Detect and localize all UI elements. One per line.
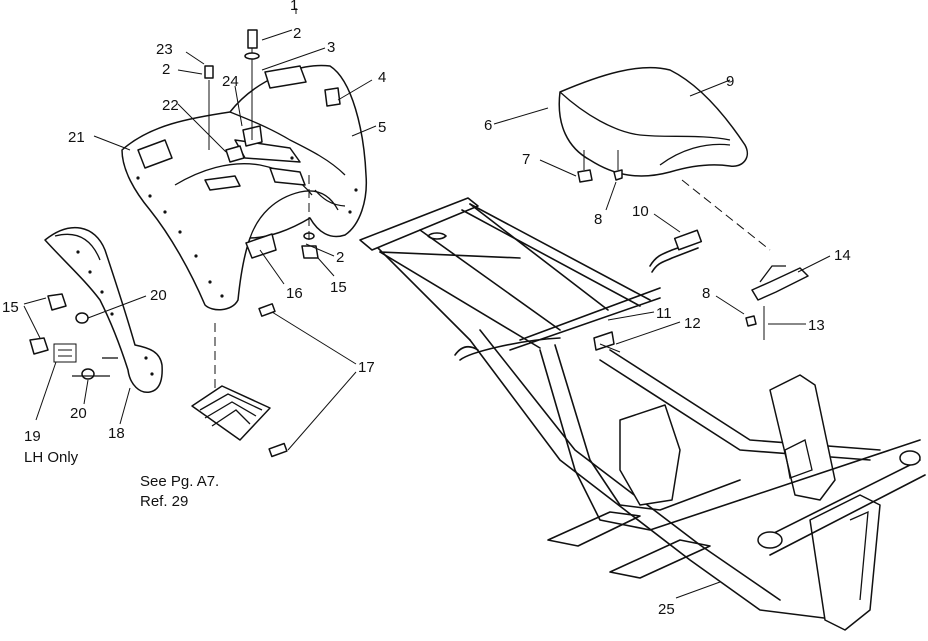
callout-20: 20 <box>70 405 87 422</box>
callout-20: 20 <box>150 287 167 304</box>
callout-9: 9 <box>726 73 734 90</box>
callout-17: 17 <box>358 359 375 376</box>
see-page-note-line1: See Pg. A7. <box>140 473 219 490</box>
callout-23: 23 <box>156 41 173 58</box>
callout-7: 7 <box>522 151 530 168</box>
diagram-notes: LH Only See Pg. A7. Ref. 29 <box>24 449 219 510</box>
callout-1: 1 <box>290 0 298 14</box>
leader-lines <box>23 8 831 599</box>
callout-2: 2 <box>162 61 170 78</box>
callout-15: 15 <box>2 299 19 316</box>
lh-only-part-19 <box>53 343 77 363</box>
callout-2: 2 <box>336 249 344 266</box>
footrest-plate <box>191 303 288 458</box>
callout-11: 11 <box>656 305 672 322</box>
seat-part-9 <box>558 66 771 251</box>
callout-8: 8 <box>594 211 602 228</box>
callout-15: 15 <box>330 279 347 296</box>
callout-21: 21 <box>68 129 85 146</box>
callout-22: 22 <box>162 97 179 114</box>
main-frame-part-25 <box>359 197 926 631</box>
rear-fender-assembly <box>121 64 368 311</box>
see-page-note-line2: Ref. 29 <box>140 493 188 510</box>
callout-19: 19 <box>24 428 41 445</box>
callout-25: 25 <box>658 601 675 618</box>
callout-13: 13 <box>808 317 825 334</box>
seat-latch-part-14 <box>745 265 809 340</box>
callout-2: 2 <box>293 25 301 42</box>
callout-4: 4 <box>378 69 386 86</box>
callout-24: 24 <box>222 73 239 90</box>
callout-3: 3 <box>327 39 335 56</box>
callout-18: 18 <box>108 425 125 442</box>
callout-6: 6 <box>484 117 492 134</box>
callout-14: 14 <box>834 247 851 264</box>
callout-8: 8 <box>702 285 710 302</box>
callout-12: 12 <box>684 315 701 332</box>
lh-only-note: LH Only <box>24 449 79 466</box>
callout-10: 10 <box>632 203 649 220</box>
callout-labels: 1 2 2 2 3 4 5 6 7 8 8 9 10 11 12 13 14 1… <box>2 0 851 618</box>
callout-16: 16 <box>286 285 303 302</box>
mudguard-part-18 <box>29 226 163 393</box>
callout-5: 5 <box>378 119 386 136</box>
